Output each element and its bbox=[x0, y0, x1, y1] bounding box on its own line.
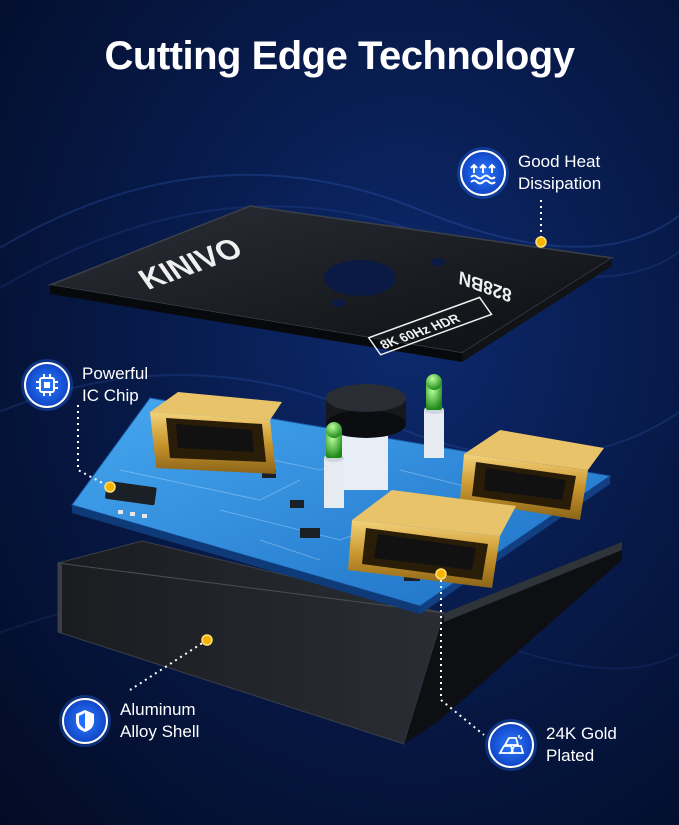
callout-gold-plated: 24K Gold Plated bbox=[488, 722, 617, 768]
chip-icon bbox=[24, 362, 70, 408]
switch-button bbox=[326, 384, 406, 490]
hdmi-port-right-back bbox=[460, 430, 604, 520]
callout-ic-chip: Powerful IC Chip bbox=[24, 362, 148, 408]
gold-label-line2: Plated bbox=[546, 746, 595, 765]
chip-label-line2: IC Chip bbox=[82, 386, 139, 405]
leader-lines bbox=[77, 200, 542, 736]
shield-icon bbox=[62, 698, 108, 744]
gold-bars-icon bbox=[488, 722, 534, 768]
circuit-board bbox=[71, 374, 612, 614]
heat-sink-plate: KINIVO 828BN 8K 60Hz HDR bbox=[47, 205, 615, 362]
page-title: Cutting Edge Technology bbox=[104, 34, 575, 78]
shell-label-line2: Alloy Shell bbox=[120, 722, 200, 741]
marker-heat bbox=[535, 236, 547, 248]
shell-label-line1: Aluminum bbox=[120, 700, 196, 719]
gold-label-line1: 24K Gold bbox=[546, 724, 617, 743]
led-left bbox=[324, 422, 344, 508]
plate-hole bbox=[324, 260, 396, 296]
hdmi-port-front bbox=[348, 490, 516, 588]
heat-label-line2: Dissipation bbox=[518, 174, 602, 193]
callout-heat-dissipation: Good Heat Dissipation bbox=[460, 150, 601, 196]
callout-aluminum-shell: Aluminum Alloy Shell bbox=[62, 698, 199, 744]
ic-chip bbox=[105, 480, 157, 506]
marker-shell bbox=[201, 634, 213, 646]
hdmi-port-left bbox=[150, 392, 282, 474]
marker-gold bbox=[435, 568, 447, 580]
heat-dissipation-icon bbox=[460, 150, 506, 196]
led-right bbox=[424, 374, 444, 458]
marker-chip bbox=[104, 481, 116, 493]
heat-label-line1: Good Heat bbox=[518, 152, 601, 171]
chip-label-line1: Powerful bbox=[82, 364, 149, 383]
